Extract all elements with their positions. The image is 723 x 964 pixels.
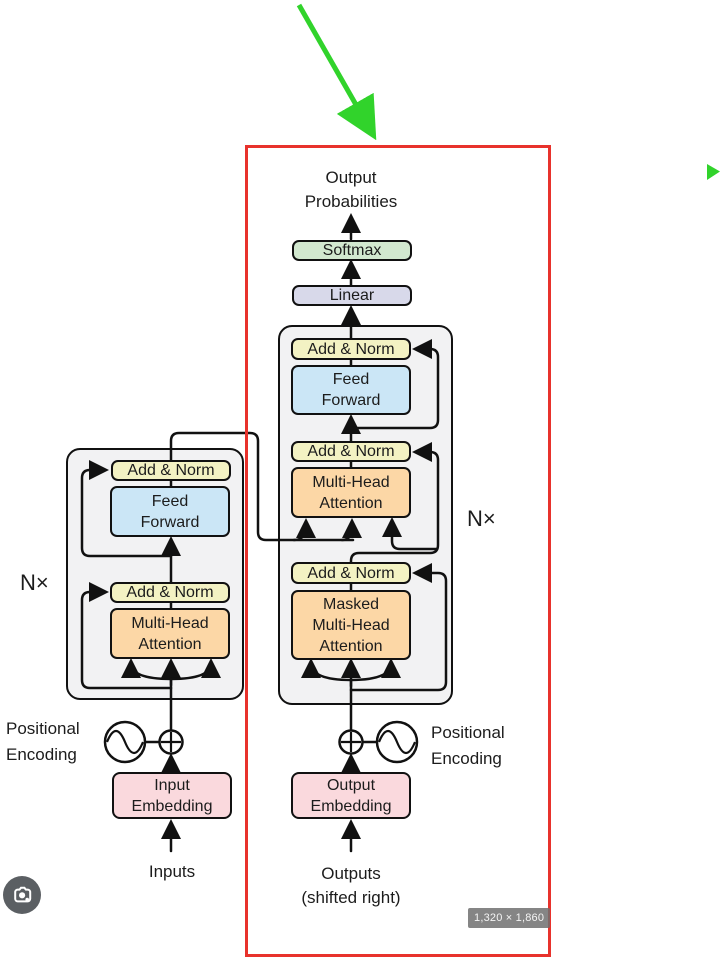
feed-forward-label: Feed Forward [321, 371, 381, 409]
input-embedding-label: Input Embedding [131, 776, 213, 815]
feed-forward-label: Feed Forward [140, 492, 200, 531]
outputs-line2: (shifted right) [301, 888, 401, 907]
add-norm-label: Add & Norm [307, 443, 395, 460]
decoder-add-norm-box-top: Add & Norm [291, 338, 411, 360]
image-size-badge: 1,320 × 1,860 [468, 908, 551, 928]
play-triangle-icon [707, 164, 720, 180]
linear-box: Linear [292, 285, 412, 306]
input-embedding-box: Input Embedding [112, 772, 232, 819]
output-embedding-label: Output Embedding [310, 776, 392, 815]
positional-encoding-label-left: Positional Encoding [6, 719, 80, 764]
add-norm-label: Add & Norm [307, 340, 395, 358]
annotation-arrow-icon [296, 3, 377, 141]
sine-wave-icon [103, 720, 147, 764]
camera-lens-icon [14, 886, 32, 903]
n-times-label-left: N× [20, 570, 49, 595]
add-norm-label: Add & Norm [126, 584, 214, 601]
add-norm-label: Add & Norm [307, 564, 395, 582]
softmax-label: Softmax [322, 242, 382, 259]
plus-circle-icon [158, 729, 184, 755]
add-norm-label: Add & Norm [127, 462, 215, 479]
linear-label: Linear [329, 287, 375, 304]
inputs-label: Inputs [148, 862, 196, 881]
n-times-label-right: N× [467, 506, 496, 531]
softmax-box: Softmax [292, 240, 412, 261]
masked-multi-head-attention-box: Masked Multi-Head Attention [291, 590, 411, 660]
positional-encoding-label-right: Positional Encoding [431, 723, 505, 768]
encoder-feed-forward-box: Feed Forward [110, 486, 230, 537]
encoder-multi-head-attention-box: Multi-Head Attention [110, 608, 230, 659]
image-size-text: 1,320 × 1,860 [474, 912, 545, 924]
encoder-add-norm-box-top: Add & Norm [111, 460, 231, 481]
decoder-add-norm-box-middle: Add & Norm [291, 441, 411, 462]
outputs-label: Outputs (shifted right) [271, 862, 431, 910]
outputs-line1: Outputs [321, 864, 381, 883]
masked-multi-head-attention-label: Masked Multi-Head Attention [312, 595, 390, 655]
output-probabilities-label: Output Probabilities [304, 168, 398, 211]
multi-head-attention-label: Multi-Head Attention [131, 614, 209, 653]
decoder-multi-head-attention-box: Multi-Head Attention [291, 467, 411, 518]
selection-rectangle [245, 145, 551, 957]
sine-wave-curve [105, 729, 145, 755]
decoder-feed-forward-box: Feed Forward [291, 365, 411, 415]
multi-head-attention-label: Multi-Head Attention [312, 473, 390, 512]
output-embedding-box: Output Embedding [291, 772, 411, 819]
lens-search-button[interactable] [3, 876, 41, 914]
decoder-add-norm-box-bottom: Add & Norm [291, 562, 411, 584]
encoder-add-norm-box-bottom: Add & Norm [110, 582, 230, 603]
